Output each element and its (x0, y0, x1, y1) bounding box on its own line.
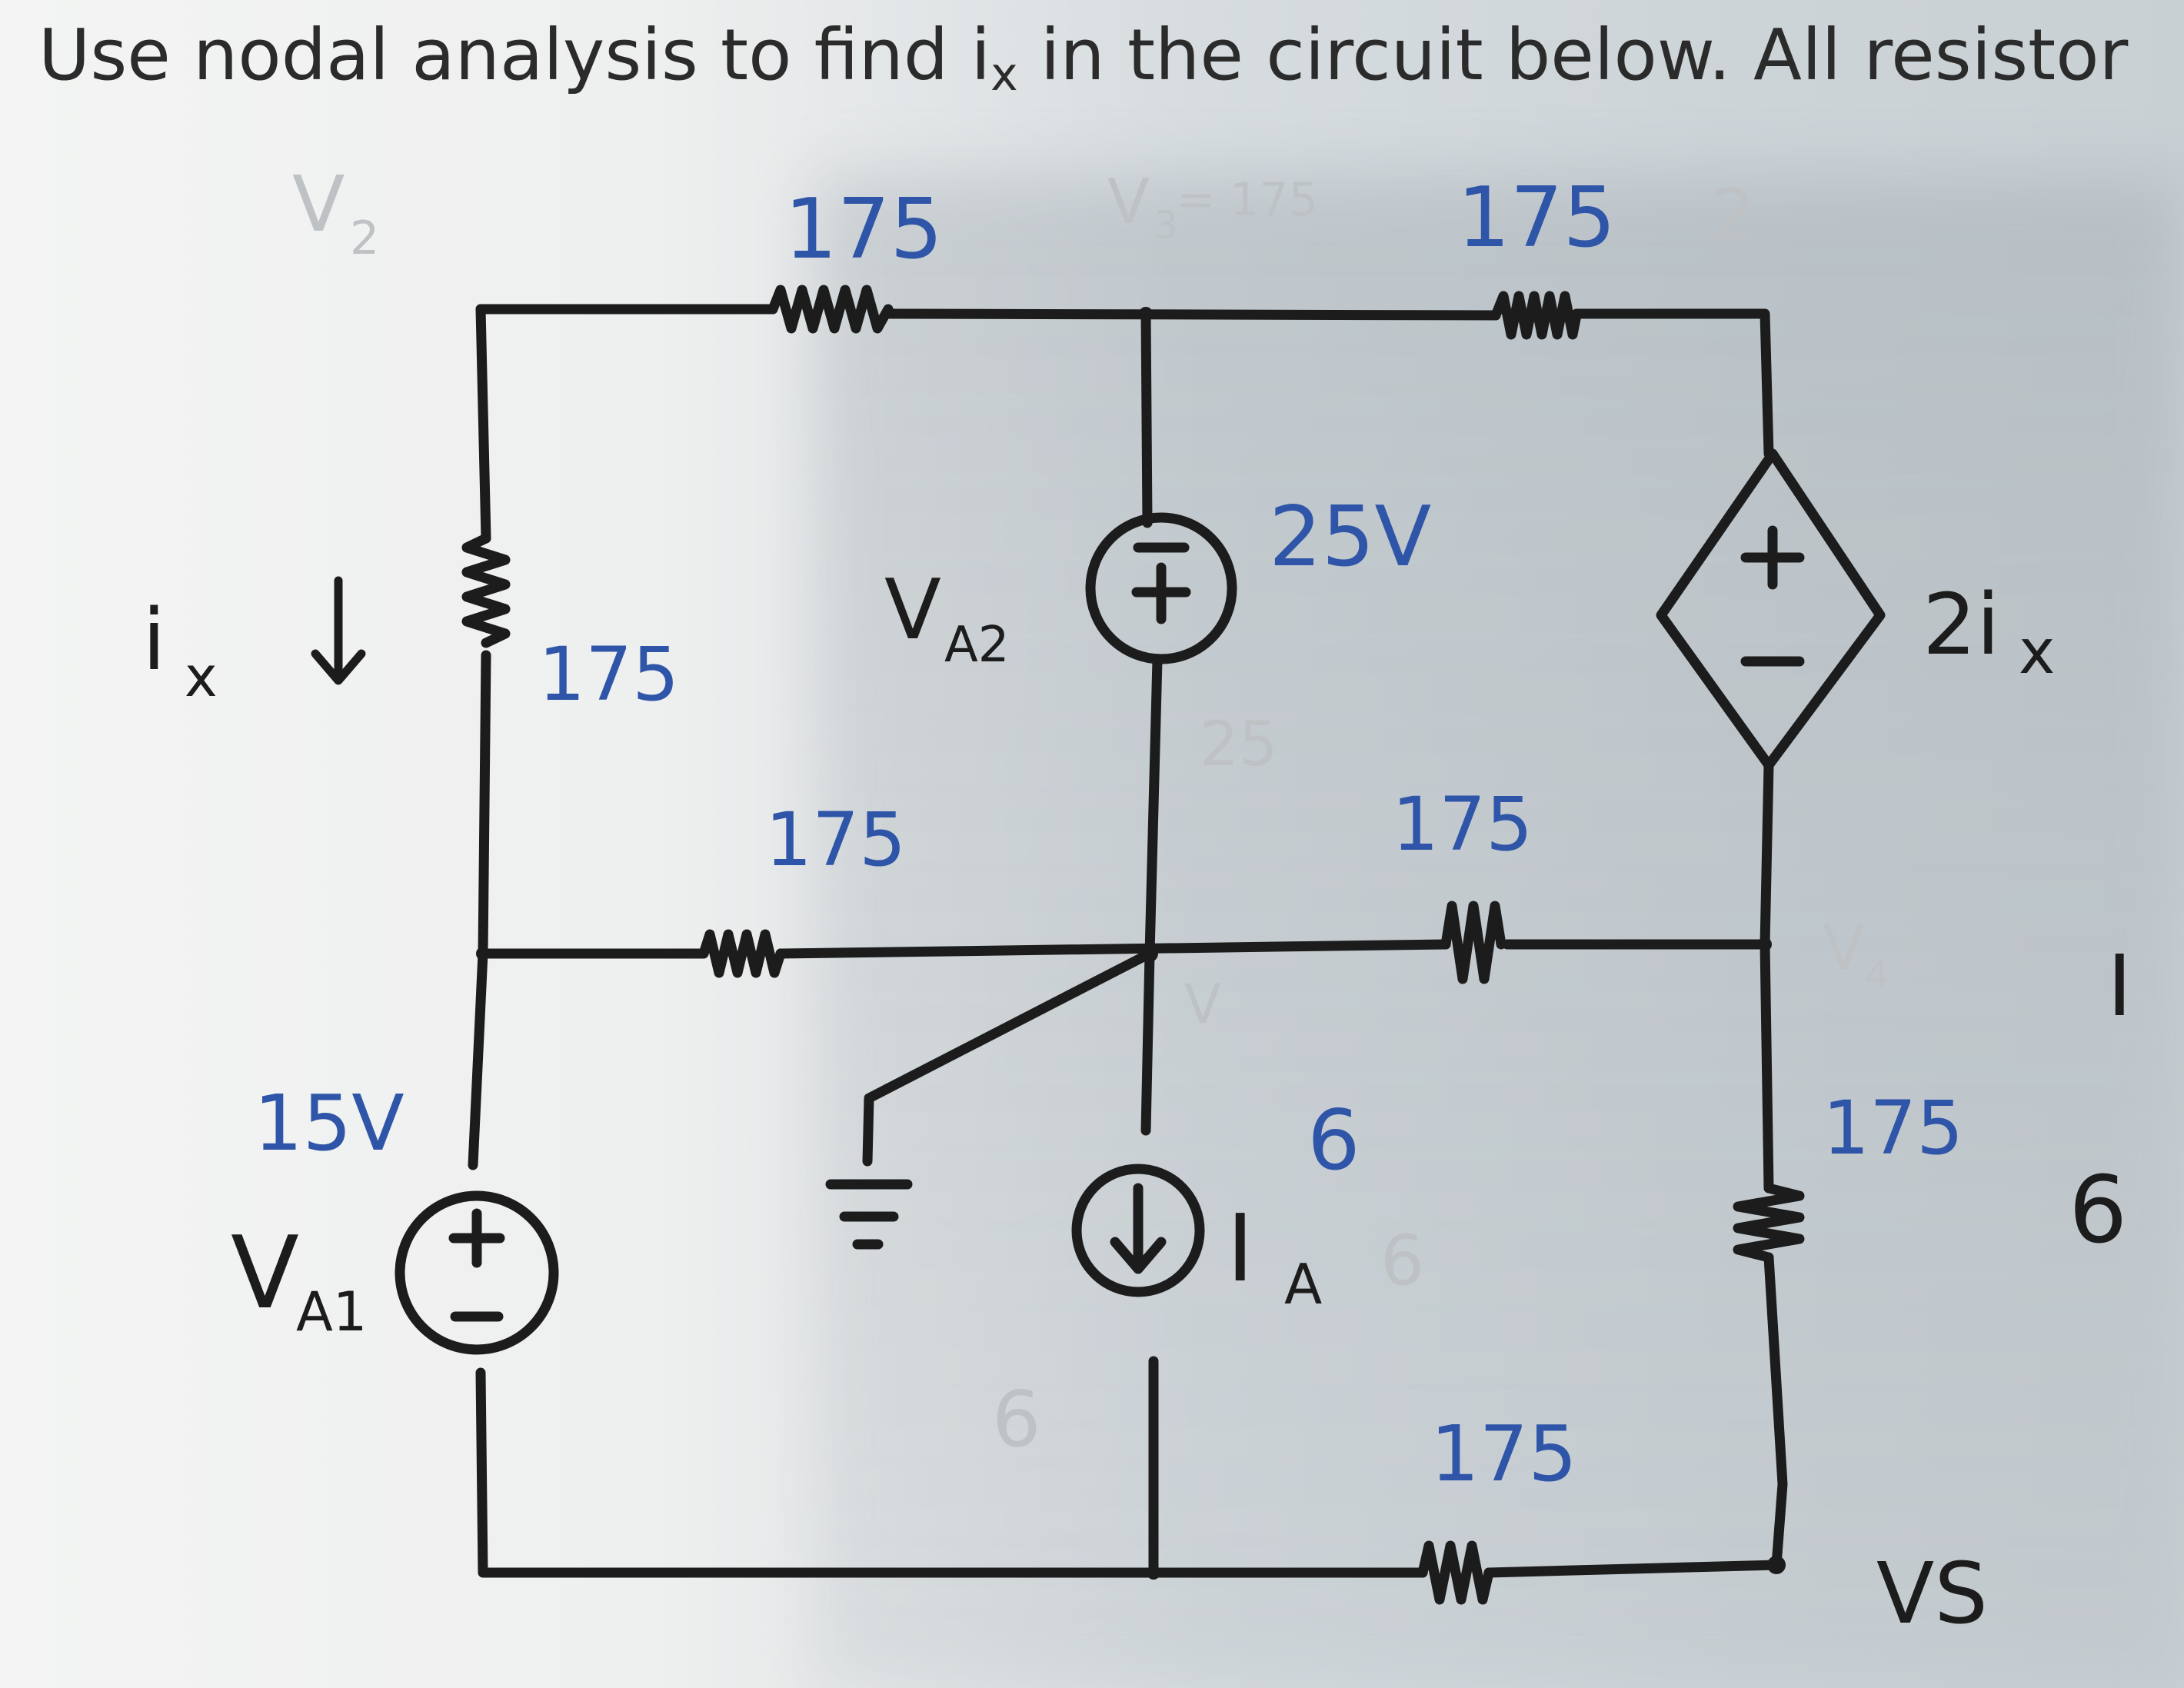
va1-plus-sign (448, 1208, 505, 1268)
resistor-mid-right (1440, 901, 1506, 984)
label-mid-left-res: 175 (765, 797, 906, 883)
label-va1-main: V (231, 1214, 299, 1331)
resistor-top-right (1490, 291, 1582, 340)
current-source-ia (1071, 1164, 1205, 1297)
label-ia-main: I (1227, 1196, 1253, 1303)
label-top-left-res: 175 (784, 181, 943, 278)
label-ix-sub: x (185, 644, 218, 709)
wire-center-top (1140, 308, 1153, 528)
note-v4-sub: 4 (1865, 953, 1889, 997)
dep-plus-sign (1740, 525, 1805, 590)
node-dot-bottom-center (1147, 1566, 1160, 1580)
note-25: 25 (1200, 708, 1278, 780)
wire-top-right (1571, 308, 1774, 459)
label-25v: 25V (1269, 489, 1431, 585)
voltage-source-va1 (395, 1190, 559, 1355)
wire-ground-diagonal (862, 948, 1155, 1167)
note-v4: V (1823, 912, 1865, 984)
ia-arrow (1110, 1183, 1167, 1274)
label-ix: i (142, 591, 166, 689)
resistor-left-vertical (461, 533, 511, 648)
wire-right-mid (1760, 760, 1774, 1194)
resistor-top-left (767, 285, 894, 334)
label-va1-sub: A1 (296, 1280, 367, 1343)
wire-top-middle (883, 308, 1501, 321)
resistor-mid-left (698, 929, 786, 978)
wire-left-top (475, 304, 491, 544)
label-vs: VS (1876, 1544, 1988, 1643)
note-top-right-extra: 2 (1711, 175, 1755, 255)
ground-symbol (825, 1179, 913, 1250)
node-dot-bottom-right (1767, 1556, 1786, 1574)
node-dot-left-mid (476, 947, 490, 961)
label-right-i: I (2107, 937, 2132, 1035)
label-right-res: 175 (1823, 1085, 1963, 1171)
note-v3-extra: = 175 (1177, 173, 1318, 227)
label-bottom-res: 175 (1430, 1409, 1577, 1499)
note-v-center: V (1184, 973, 1221, 1036)
va2-plus-sign (1131, 562, 1191, 624)
note-6-bottom: 6 (992, 1374, 1041, 1464)
label-ia-sub: A (1284, 1252, 1322, 1317)
resistor-right-vertical (1733, 1183, 1805, 1263)
resistor-bottom (1417, 1540, 1494, 1605)
label-top-right-res: 175 (1457, 170, 1616, 266)
title-text-after: in the circuit below. All resistor (1017, 14, 2129, 96)
label-right-6: 6 (2069, 1157, 2127, 1264)
ix-arrow (311, 576, 366, 685)
label-dep-sub: x (2019, 616, 2055, 688)
wire-left-mid (478, 650, 491, 959)
note-v2-sub: 2 (350, 211, 379, 265)
wire-left-bottom (475, 1367, 1428, 1578)
node-dot-top-center (1139, 307, 1153, 321)
wire-bottom-right (1483, 1560, 1782, 1578)
label-left-res: 175 (538, 631, 679, 717)
title-text-before: Use nodal analysis to find i (38, 14, 991, 96)
label-ia-value: 6 (1307, 1093, 1360, 1189)
wire-center-lower (1140, 948, 1155, 1136)
note-v2: V (292, 159, 345, 249)
dependent-voltage-source (1656, 448, 1886, 771)
label-dep: 2i (1923, 575, 2000, 674)
node-dot-right-mid (1758, 937, 1772, 951)
title-subscript: x (990, 48, 1018, 102)
label-mid-right-res: 175 (1392, 781, 1533, 867)
wire-right-bottom (1763, 1252, 1788, 1570)
label-15v: 15V (254, 1078, 405, 1168)
note-ia-value-faint: 6 (1380, 1220, 1424, 1301)
label-va2-sub: A2 (944, 617, 1010, 674)
note-v3-sub: 3 (1154, 203, 1178, 248)
wire-left-lower (468, 948, 488, 1170)
wire-mid-center (775, 939, 1451, 959)
note-v3: V (1107, 166, 1150, 238)
problem-statement: Use nodal analysis to find ix in the cir… (38, 14, 2184, 102)
node-dot-center (1141, 945, 1158, 962)
label-va2-main: V (884, 562, 941, 658)
wire-center-mid (1144, 654, 1163, 959)
